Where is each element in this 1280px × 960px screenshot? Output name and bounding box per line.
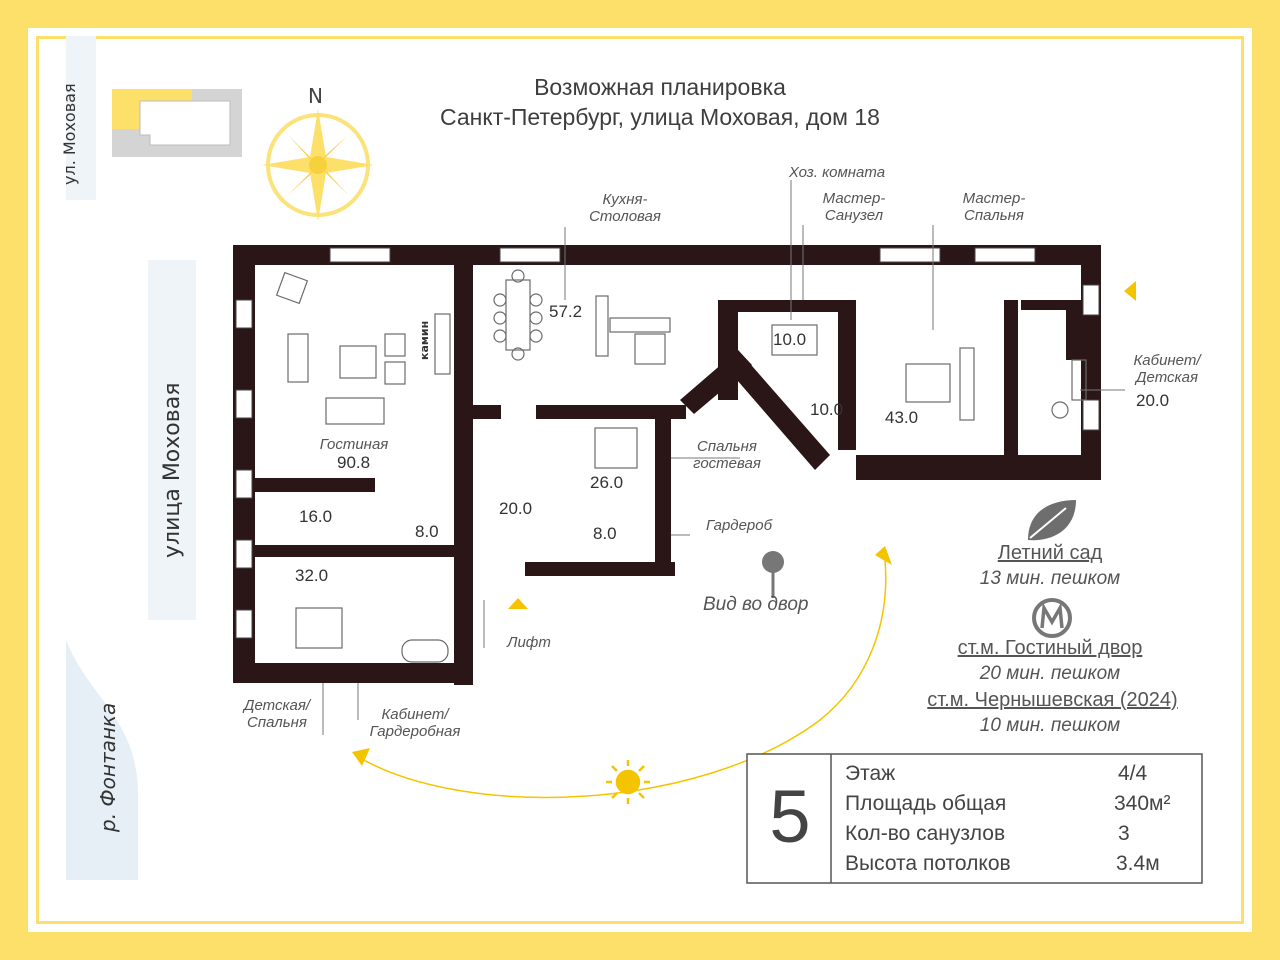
room-area-master-bed: 43.0 (885, 408, 919, 427)
fireplace-label: камин (418, 320, 431, 360)
room-area-cabinet-kids: 20.0 (1136, 391, 1170, 410)
room-area-bath-small: 8.0 (415, 522, 439, 541)
room-label-master-bath: Мастер- Санузел (822, 190, 886, 224)
entrance-arrow-icon (508, 598, 528, 609)
room-area-wardrobe: 8.0 (593, 524, 617, 543)
room-area-kitchen: 57.2 (549, 302, 583, 321)
room-area-hall: 20.0 (499, 499, 533, 518)
compass-rose-icon (262, 109, 374, 221)
info-value-area: 340м² (1114, 792, 1171, 815)
room-label-lift: Лифт (507, 634, 551, 651)
room-label-kitchen: Кухня- Столовая (589, 191, 661, 225)
info-value-floor: 4/4 (1118, 762, 1148, 785)
title-line2: Санкт-Петербург, улица Моховая, дом 18 (440, 104, 880, 130)
place-name-chernyshevskaya: ст.м. Чернышевская (2024) (927, 689, 1178, 711)
room-area-kids-bed: 32.0 (295, 566, 329, 585)
room-area-utility: 10.0 (773, 330, 807, 349)
street-label-main: улица Моховая (160, 382, 185, 558)
place-time-gostiny-dvor: 20 мин. пешком (979, 663, 1121, 684)
river-label: р. Фонтанка (96, 702, 120, 832)
room-area-master-bath: 10.0 (810, 400, 844, 419)
room-label-master-bed: Мастер- Спальня (962, 190, 1026, 224)
room-label-cabinet-wardrobe: Кабинет/ Гардеробная (369, 706, 461, 740)
title-line1: Возможная планировка (534, 74, 786, 100)
sun-icon (606, 760, 650, 804)
room-area-small-room: 16.0 (299, 507, 333, 526)
room-label-cabinet-kids: Кабинет/ Детская (1133, 352, 1201, 386)
entrance-arrow-icon (1124, 281, 1136, 301)
info-label-floor: Этаж (845, 762, 896, 785)
place-time-chernyshevskaya: 10 мин. пешком (979, 715, 1121, 736)
room-label-kids-bed: Детская/ Спальня (243, 697, 311, 731)
room-label-utility: Хоз. комната (788, 164, 886, 181)
info-label-bathrooms: Кол-во санузлов (845, 822, 1006, 845)
view-label: Вид во двор (703, 594, 809, 615)
room-area-guest-bed: 26.0 (590, 473, 624, 492)
frame-border (36, 36, 1244, 924)
place-name-summer-garden: Летний сад (997, 542, 1103, 564)
location-map (112, 89, 242, 157)
place-name-gostiny-dvor: ст.м. Гостиный двор (957, 637, 1143, 659)
windows (235, 247, 1100, 639)
leaf-icon (1028, 500, 1076, 541)
room-label-wardrobe: Гардероб (705, 517, 773, 534)
compass-north-label: N (308, 84, 323, 108)
location-pin-icon (762, 551, 784, 598)
room-label-guest-bed: Спальня гостевая (693, 438, 761, 472)
metro-icon (1032, 598, 1072, 638)
place-time-summer-garden: 13 мин. пешком (979, 568, 1121, 589)
info-label-ceiling: Высота потолков (845, 852, 1011, 875)
floor-number: 5 (769, 775, 811, 858)
info-box (746, 753, 1203, 884)
room-area-living: 90.8 (337, 453, 371, 472)
info-label-area: Площадь общая (845, 792, 1007, 815)
info-value-ceiling: 3.4м (1116, 852, 1160, 875)
street-strip (66, 36, 196, 880)
furniture (275, 269, 1087, 663)
street-label-top: ул. Моховая (60, 83, 79, 185)
info-value-bathrooms: 3 (1118, 822, 1130, 845)
leader-lines (322, 180, 1125, 735)
room-label-living: Гостиная (319, 436, 389, 453)
